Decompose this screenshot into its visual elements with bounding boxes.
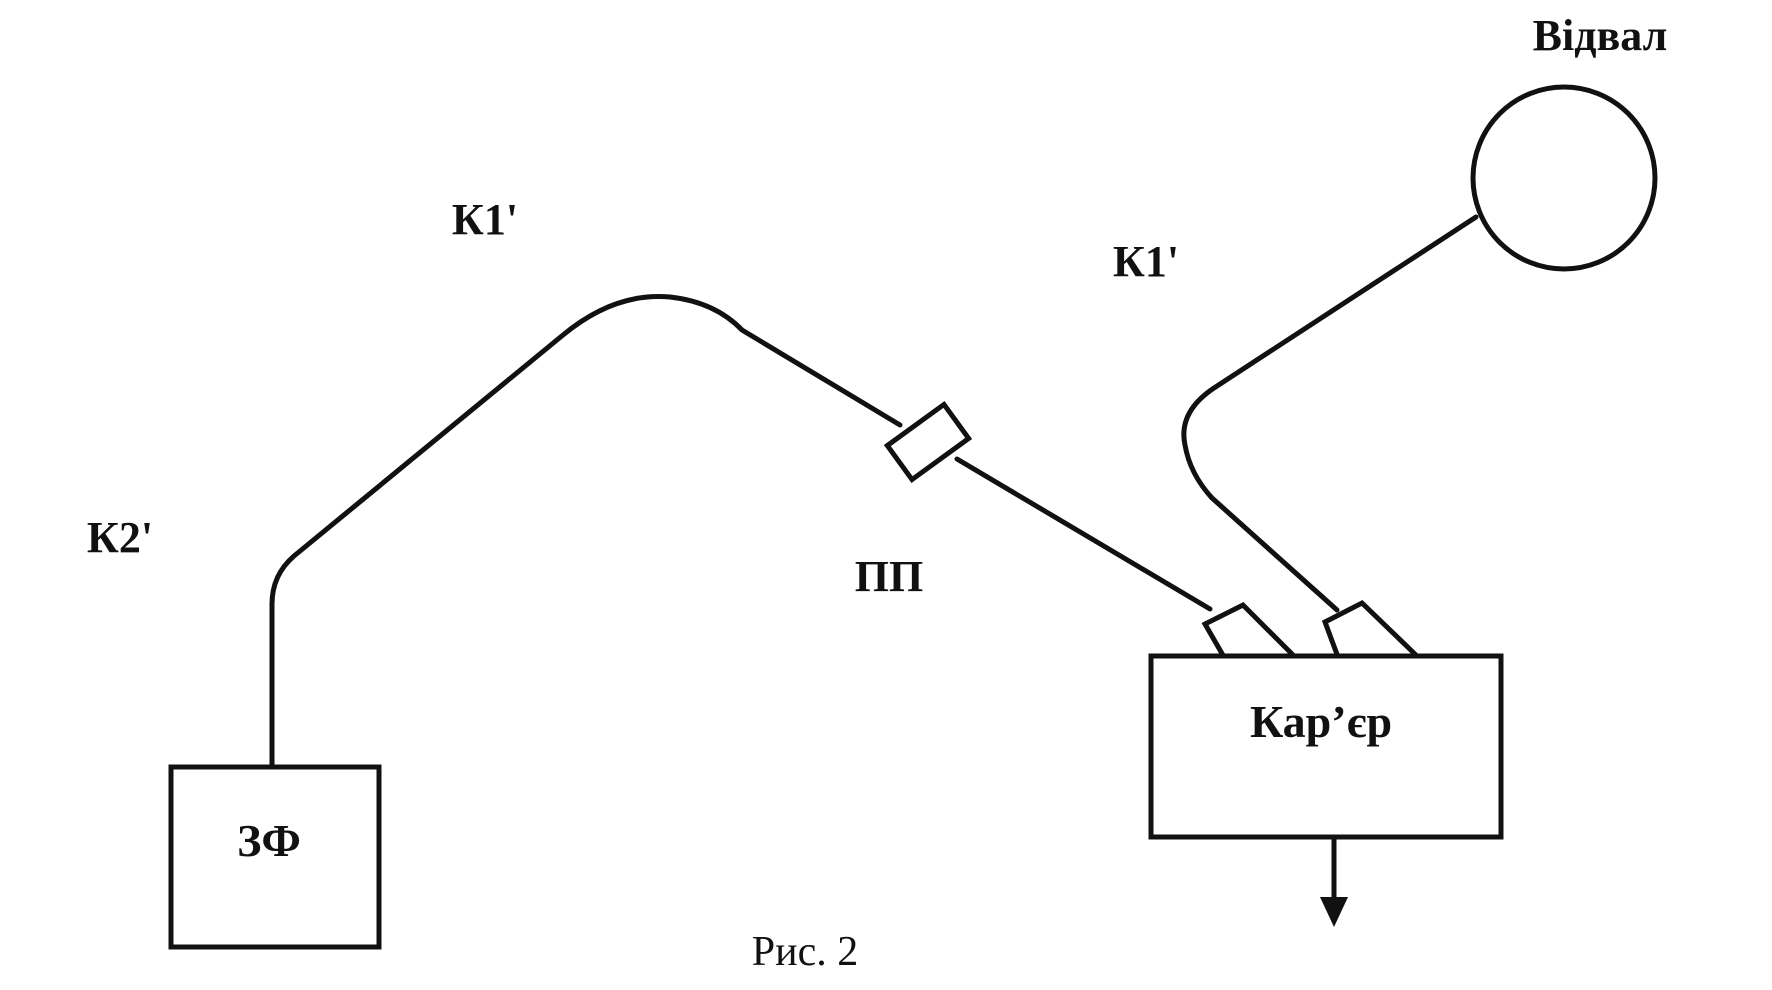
conveyor-line-to-quarry: [954, 456, 1213, 612]
dump-label: Відвал: [1533, 11, 1668, 60]
loading-hopper-left: [1201, 601, 1297, 659]
conveyor-k1-right-label: К1': [1113, 237, 1179, 286]
transfer-point-label: ПП: [855, 552, 923, 601]
loading-hopper-right: [1321, 599, 1420, 659]
quarry-label: Кар’єр: [1250, 696, 1392, 747]
quarry-box: [1148, 653, 1504, 840]
zf-box: [168, 764, 382, 950]
conveyor-line-left: [269, 293, 903, 768]
quarry-output-arrowhead: [1320, 897, 1348, 927]
dump-circle: [1470, 84, 1658, 272]
conveyor-k1-top-label: К1': [452, 195, 518, 244]
transfer-point-block: [883, 400, 973, 484]
conveyor-k2-left-label: К2': [87, 513, 153, 562]
zf-label: ЗФ: [237, 815, 301, 866]
figure-caption: Рис. 2: [752, 929, 858, 975]
conveyor-line-from-dump: [1181, 214, 1479, 613]
